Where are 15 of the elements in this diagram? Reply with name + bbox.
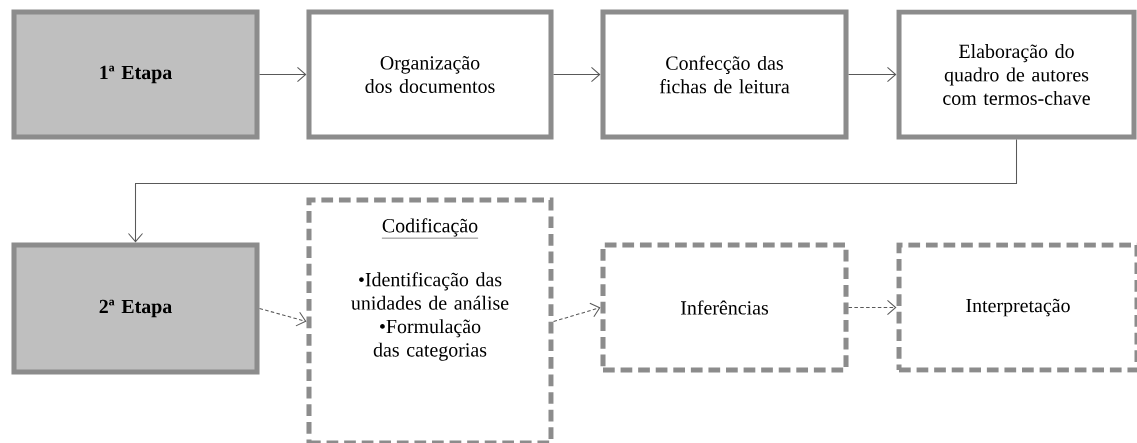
dashed-process-box: Codificação •Identificação das unidades de análise •Formulação das categorias [306,197,554,443]
arrow [553,66,601,83]
arrow [848,299,897,316]
stage-box: 1ª Etapa [11,9,260,140]
arrow [127,139,1018,243]
stage-box: 2ª Etapa [11,242,260,375]
arrow [553,302,601,323]
arrow [259,307,307,327]
dashed-process-box: Interpretação [896,242,1137,373]
process-box: Confecção das fichas de leitura [600,9,849,140]
process-box: Organização dos documentos [306,9,554,140]
arrow [848,66,897,83]
dashed-process-box: Inferências [600,242,849,373]
process-box: Elaboração do quadro de autores com termos-chave [896,9,1137,140]
arrow [259,66,307,83]
